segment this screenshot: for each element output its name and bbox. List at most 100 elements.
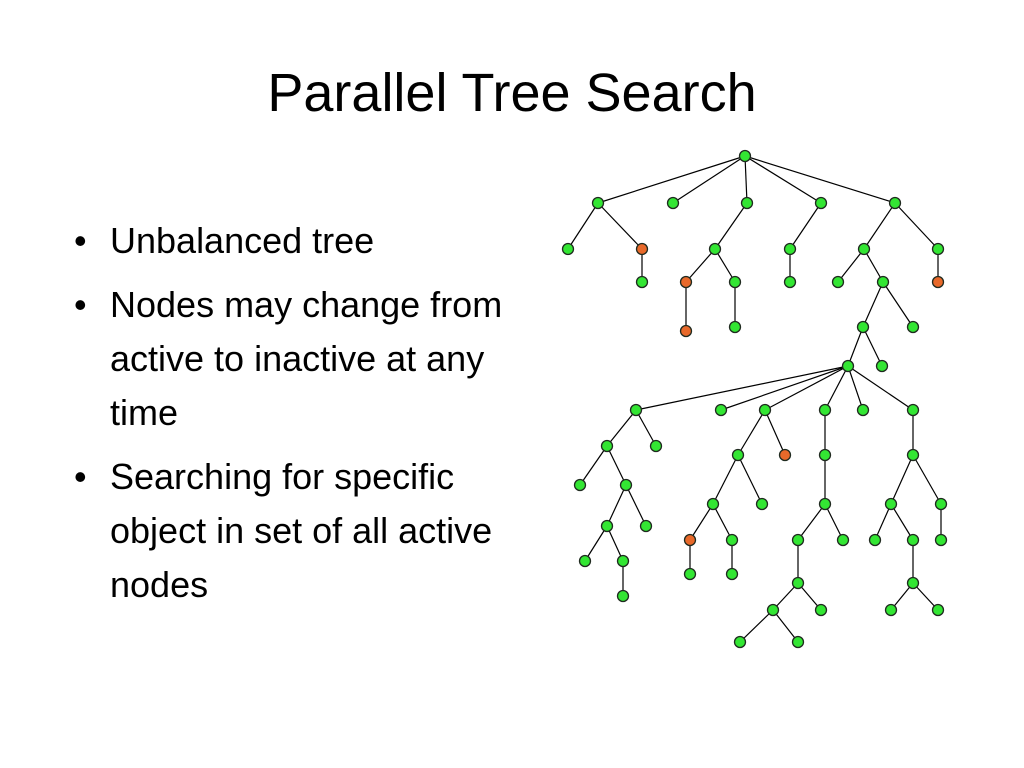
- tree-edge: [874, 503, 892, 541]
- tree-edge: [635, 409, 657, 447]
- tree-edge: [744, 155, 822, 204]
- active-node: [758, 403, 772, 417]
- active-node: [884, 497, 898, 511]
- active-node: [706, 497, 720, 511]
- tree-edge: [737, 454, 763, 505]
- active-node: [738, 149, 752, 163]
- bullet-symbol: •: [74, 284, 87, 325]
- tree-edge: [862, 281, 884, 328]
- active-node: [616, 589, 630, 603]
- bullet-symbol: •: [74, 456, 87, 497]
- active-node: [841, 359, 855, 373]
- tree-edge: [739, 609, 774, 643]
- tree-edge: [672, 155, 746, 204]
- tree-edge: [797, 503, 826, 541]
- tree-nodes: [561, 149, 948, 649]
- tree-edge: [894, 202, 939, 250]
- tree-edge: [567, 202, 599, 250]
- tree-edge: [689, 503, 714, 541]
- active-node: [714, 403, 728, 417]
- active-node: [649, 439, 663, 453]
- tree-edge: [606, 525, 624, 562]
- active-node: [818, 497, 832, 511]
- tree-edge: [712, 454, 739, 505]
- tree-edge: [714, 202, 748, 250]
- tree-edge: [890, 454, 914, 505]
- active-node: [591, 196, 605, 210]
- active-node: [600, 519, 614, 533]
- active-node: [635, 275, 649, 289]
- active-node: [906, 576, 920, 590]
- active-node: [766, 603, 780, 617]
- tree-edge: [772, 609, 799, 643]
- active-node: [619, 478, 633, 492]
- active-node: [906, 403, 920, 417]
- active-node: [755, 497, 769, 511]
- active-node: [708, 242, 722, 256]
- active-node: [740, 196, 754, 210]
- bullet-text: Nodes may change from active to inactive…: [110, 284, 503, 433]
- active-node: [578, 554, 592, 568]
- tree-edge: [625, 484, 647, 527]
- bullet-item: • Unbalanced tree: [70, 214, 540, 268]
- tree-edge: [847, 365, 864, 411]
- active-node: [934, 497, 948, 511]
- bullet-item: • Searching for specific object in set o…: [70, 450, 540, 612]
- bullet-symbol: •: [74, 220, 87, 261]
- tree-edge: [863, 248, 884, 283]
- active-node: [725, 567, 739, 581]
- tree-edge: [584, 525, 608, 562]
- inactive-node: [931, 275, 945, 289]
- tree-edge: [890, 503, 914, 541]
- active-node: [791, 576, 805, 590]
- active-node: [884, 603, 898, 617]
- tree-edge: [606, 445, 627, 486]
- active-node: [814, 196, 828, 210]
- active-node: [818, 448, 832, 462]
- tree-edge: [685, 248, 716, 283]
- active-node: [888, 196, 902, 210]
- tree-edge: [824, 365, 849, 411]
- tree-edge: [744, 155, 748, 204]
- bullet-text: Unbalanced tree: [110, 220, 375, 261]
- tree-edge: [862, 326, 883, 367]
- active-node: [818, 403, 832, 417]
- tree-edge: [579, 445, 608, 486]
- active-node: [728, 275, 742, 289]
- active-node: [931, 242, 945, 256]
- tree-edge: [635, 365, 849, 411]
- active-node: [836, 533, 850, 547]
- active-node: [791, 533, 805, 547]
- inactive-node: [778, 448, 792, 462]
- active-node: [783, 275, 797, 289]
- active-node: [683, 567, 697, 581]
- active-node: [906, 448, 920, 462]
- active-node: [733, 635, 747, 649]
- tree-edge: [912, 454, 942, 505]
- tree-edge: [606, 484, 627, 527]
- bullet-item: • Nodes may change from active to inacti…: [70, 278, 540, 440]
- tree-edge: [847, 365, 914, 411]
- tree-edge: [764, 409, 786, 456]
- active-node: [868, 533, 882, 547]
- active-node: [616, 554, 630, 568]
- tree-edge: [714, 248, 736, 283]
- active-node: [666, 196, 680, 210]
- inactive-node: [679, 275, 693, 289]
- active-node: [856, 320, 870, 334]
- tree-edge: [847, 326, 864, 367]
- active-node: [856, 403, 870, 417]
- active-node: [931, 603, 945, 617]
- inactive-node: [683, 533, 697, 547]
- bullet-list: • Unbalanced tree • Nodes may change fro…: [70, 214, 540, 622]
- active-node: [783, 242, 797, 256]
- active-node: [814, 603, 828, 617]
- tree-edge: [744, 155, 896, 204]
- tree-edge: [597, 155, 746, 204]
- tree-edges: [567, 155, 942, 643]
- tree-edge: [720, 365, 849, 411]
- active-node: [639, 519, 653, 533]
- active-node: [934, 533, 948, 547]
- slide-title: Parallel Tree Search: [267, 63, 757, 123]
